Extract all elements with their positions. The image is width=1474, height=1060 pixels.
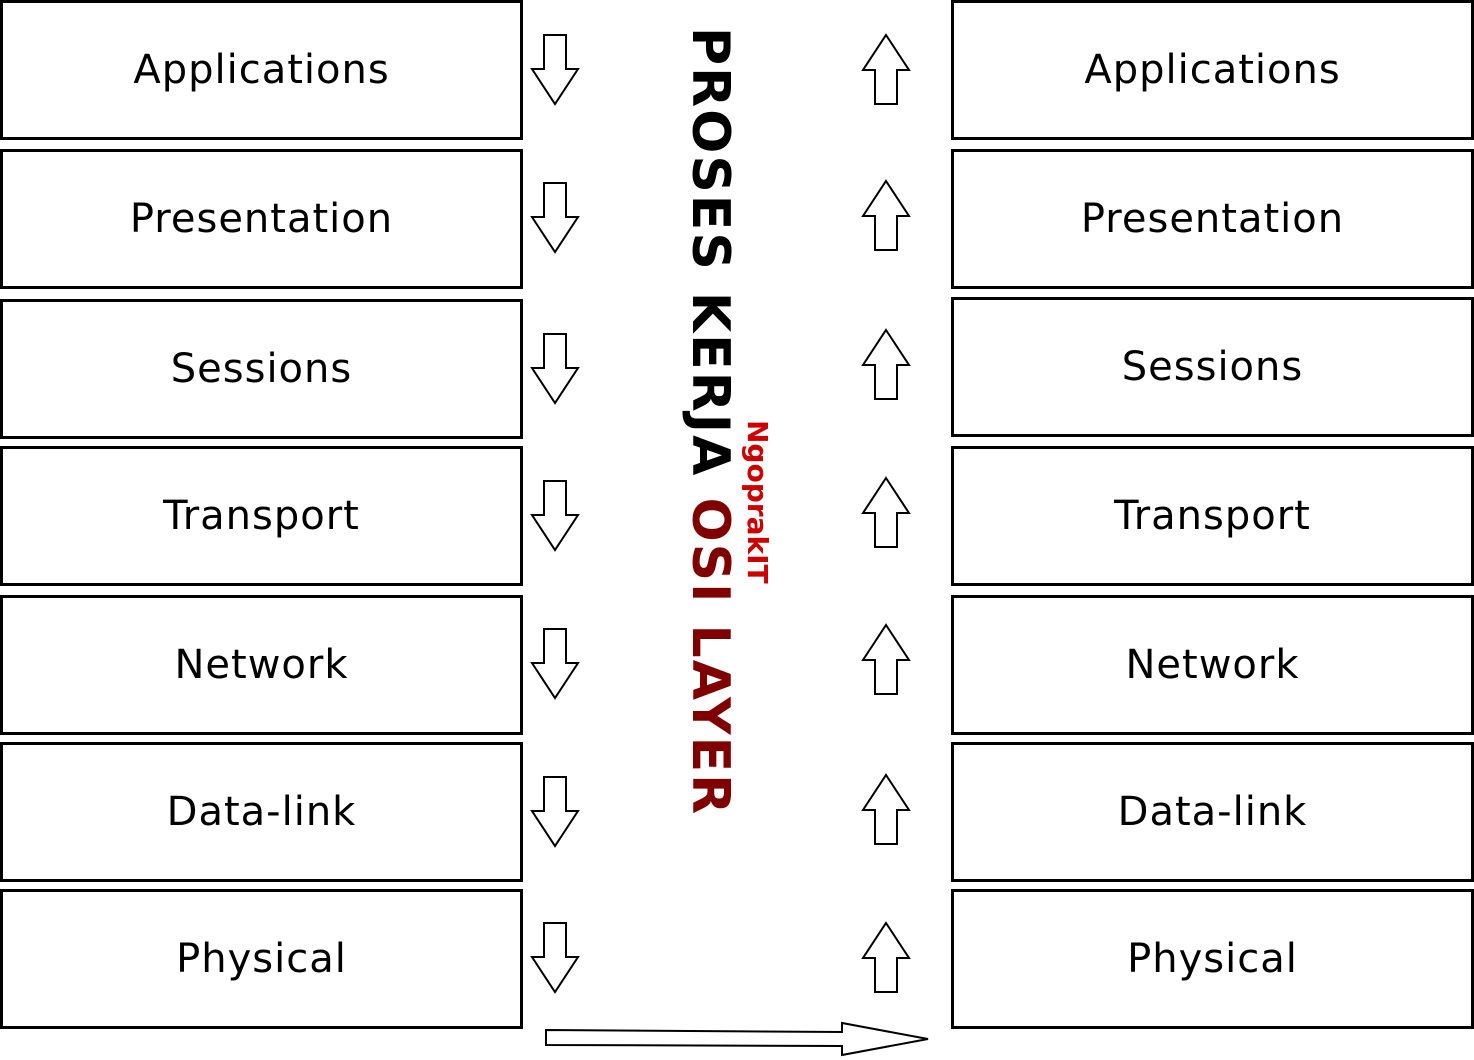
- down-arrow-icon: [530, 333, 580, 405]
- right-arrow-icon: [545, 1021, 929, 1057]
- up-arrow-icon: [861, 773, 911, 845]
- down-arrow-icon: [530, 922, 580, 994]
- up-arrow-icon: [861, 476, 911, 548]
- right-layer-network: Network: [951, 595, 1474, 735]
- left-layer-network: Network: [0, 595, 523, 735]
- title-part-osi-layer: OSI LAYER: [680, 497, 740, 817]
- left-layer-presentation: Presentation: [0, 149, 523, 289]
- left-layer-applications: Applications: [0, 0, 523, 140]
- left-layer-physical: Physical: [0, 889, 523, 1029]
- right-layer-applications: Applications: [951, 0, 1474, 140]
- up-arrow-icon: [861, 623, 911, 695]
- right-layer-physical: Physical: [951, 889, 1474, 1029]
- down-arrow-icon: [530, 34, 580, 106]
- title-part-proses-kerja: PROSES KERJA: [680, 27, 740, 478]
- up-arrow-icon: [861, 328, 911, 400]
- left-layer-data-link: Data-link: [0, 742, 523, 882]
- left-layer-transport: Transport: [0, 446, 523, 586]
- right-layer-transport: Transport: [951, 446, 1474, 586]
- up-arrow-icon: [861, 179, 911, 251]
- diagram-title: PROSES KERJA OSI LAYER: [680, 27, 740, 1007]
- right-layer-data-link: Data-link: [951, 742, 1474, 882]
- brand-text: NgoprakIT: [741, 420, 774, 584]
- up-arrow-icon: [861, 921, 911, 993]
- down-arrow-icon: [530, 480, 580, 552]
- right-layer-presentation: Presentation: [951, 149, 1474, 289]
- right-layer-sessions: Sessions: [951, 297, 1474, 437]
- up-arrow-icon: [861, 33, 911, 105]
- down-arrow-icon: [530, 776, 580, 848]
- down-arrow-icon: [530, 182, 580, 254]
- down-arrow-icon: [530, 628, 580, 700]
- left-layer-sessions: Sessions: [0, 299, 523, 439]
- brand-logo: NgoprakIT: [741, 420, 774, 640]
